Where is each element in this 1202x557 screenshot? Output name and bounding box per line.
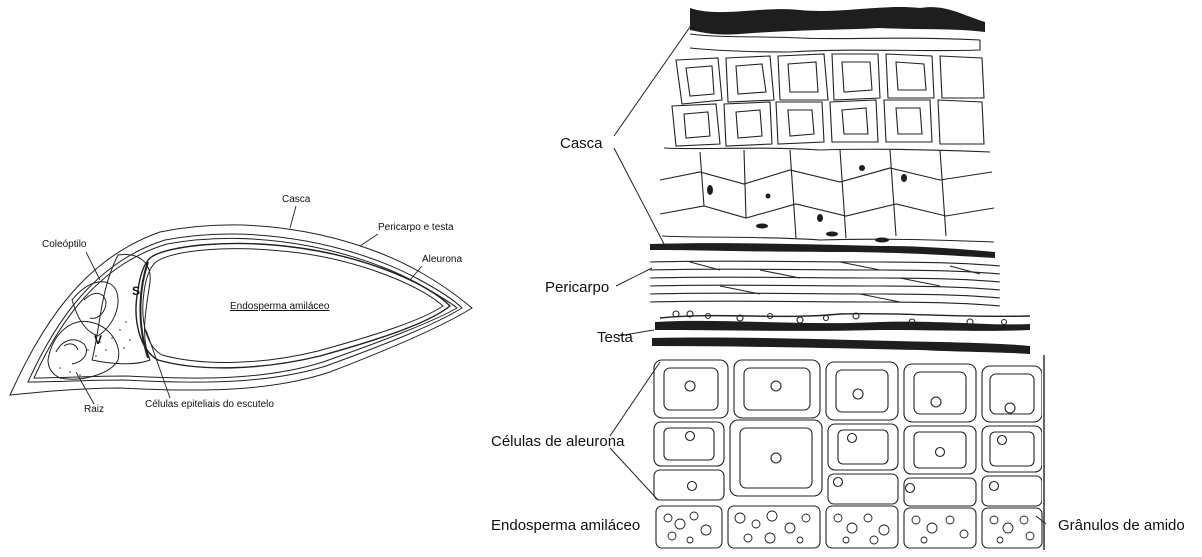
label-pericarpo: Pericarpo [545, 280, 609, 295]
coleoptile-inner [84, 293, 106, 318]
label-granulos: Grânulos de amido [1058, 518, 1185, 533]
starch-granules [664, 511, 1034, 544]
label-coleoptilo: Coleóptilo [42, 240, 86, 250]
label-celulas-aleurona: Células de aleurona [491, 434, 624, 449]
label-casca-seed: Casca [282, 195, 310, 205]
hull-parenchyma-cells [660, 148, 994, 242]
label-testa: Testa [597, 330, 633, 345]
label-endosperma-seed: Endosperma amiláceo [230, 302, 330, 312]
label-aleurona: Aleurona [422, 255, 462, 265]
label-v: V [94, 334, 102, 346]
label-s: S [132, 285, 140, 297]
label-endosperma-tissue: Endosperma amiláceo [491, 518, 640, 533]
aleurone-top-band [652, 337, 1030, 354]
aleurone-cells [654, 360, 1042, 506]
testa-layer [655, 311, 1030, 331]
hull-epidermis-cells [690, 34, 980, 52]
label-pericarpo-testa: Pericarpo e testa [378, 223, 454, 233]
pericarp-cells [650, 261, 1000, 306]
scutellum-outline [92, 254, 150, 363]
coleoptile-outline [72, 282, 118, 336]
label-casca-tissue: Casca [560, 136, 603, 151]
hull-fiber-cells [672, 54, 984, 146]
hull-epidermis [690, 7, 985, 35]
label-raiz: Raiz [84, 405, 104, 415]
tissue-section [610, 7, 1046, 550]
hull-inner-epidermis [650, 243, 995, 258]
label-celulas-epiteliais: Células epiteliais do escutelo [145, 400, 274, 410]
root-inner [64, 344, 78, 350]
hull-nuclei [707, 165, 907, 243]
embryo-axis-outline [48, 321, 119, 379]
